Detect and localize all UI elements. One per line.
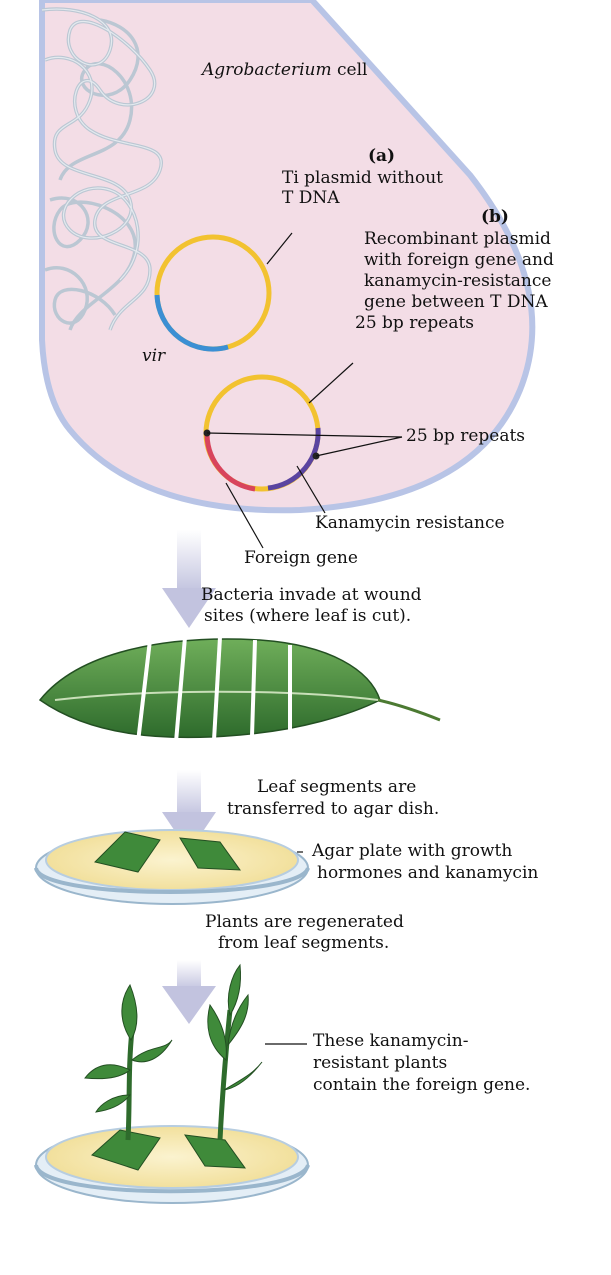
foreign-gene-label: Foreign gene <box>244 548 358 569</box>
step-2-line1: Leaf segments are <box>257 777 416 798</box>
agar-plate-line1: Agar plate with growth <box>312 841 512 862</box>
cut-leaf <box>40 637 440 742</box>
plasmid-a-letter: (a) <box>368 146 395 167</box>
plants-callout-line3: contain the foreign gene. <box>313 1075 530 1096</box>
kanamycin-label: Kanamycin resistance <box>315 513 505 534</box>
plasmid-b-desc-line4: gene between T DNA <box>364 292 548 313</box>
agar-plate-line2: hormones and kanamycin <box>317 863 538 884</box>
plasmid-b-desc-line2: with foreign gene and <box>364 250 554 271</box>
plasmid-b-letter: (b) <box>481 207 509 228</box>
step-3-line2: from leaf segments. <box>218 933 389 954</box>
plasmid-b-desc-line1: Recombinant plasmid <box>364 229 551 250</box>
vir-label: vir <box>142 346 165 367</box>
plants-callout-line2: resistant plants <box>313 1053 447 1074</box>
agar-dish-2 <box>36 1126 308 1203</box>
plants-callout-line1: These kanamycin- <box>313 1031 468 1052</box>
step-3-line1: Plants are regenerated <box>205 912 404 933</box>
step-1-line2: sites (where leaf is cut). <box>204 606 411 627</box>
plasmid-b-desc-line5: 25 bp repeats <box>355 313 474 334</box>
repeats-label: 25 bp repeats <box>406 426 525 447</box>
cell-label: Agrobacterium cell <box>202 60 367 81</box>
regenerated-plant-1 <box>85 985 172 1140</box>
cell-name-italic: Agrobacterium <box>202 60 332 80</box>
plasmid-a-desc-line1: Ti plasmid without <box>282 168 443 189</box>
cell-name-rest: cell <box>332 60 368 80</box>
step-2-line2: transferred to agar dish. <box>227 799 439 820</box>
regenerated-plant-2 <box>208 965 262 1140</box>
agar-dish-1 <box>36 830 308 904</box>
plasmid-b-desc-line3: kanamycin-resistance <box>364 271 551 292</box>
step-1-line1: Bacteria invade at wound <box>201 585 422 606</box>
plasmid-a-desc-line2: T DNA <box>282 188 340 209</box>
